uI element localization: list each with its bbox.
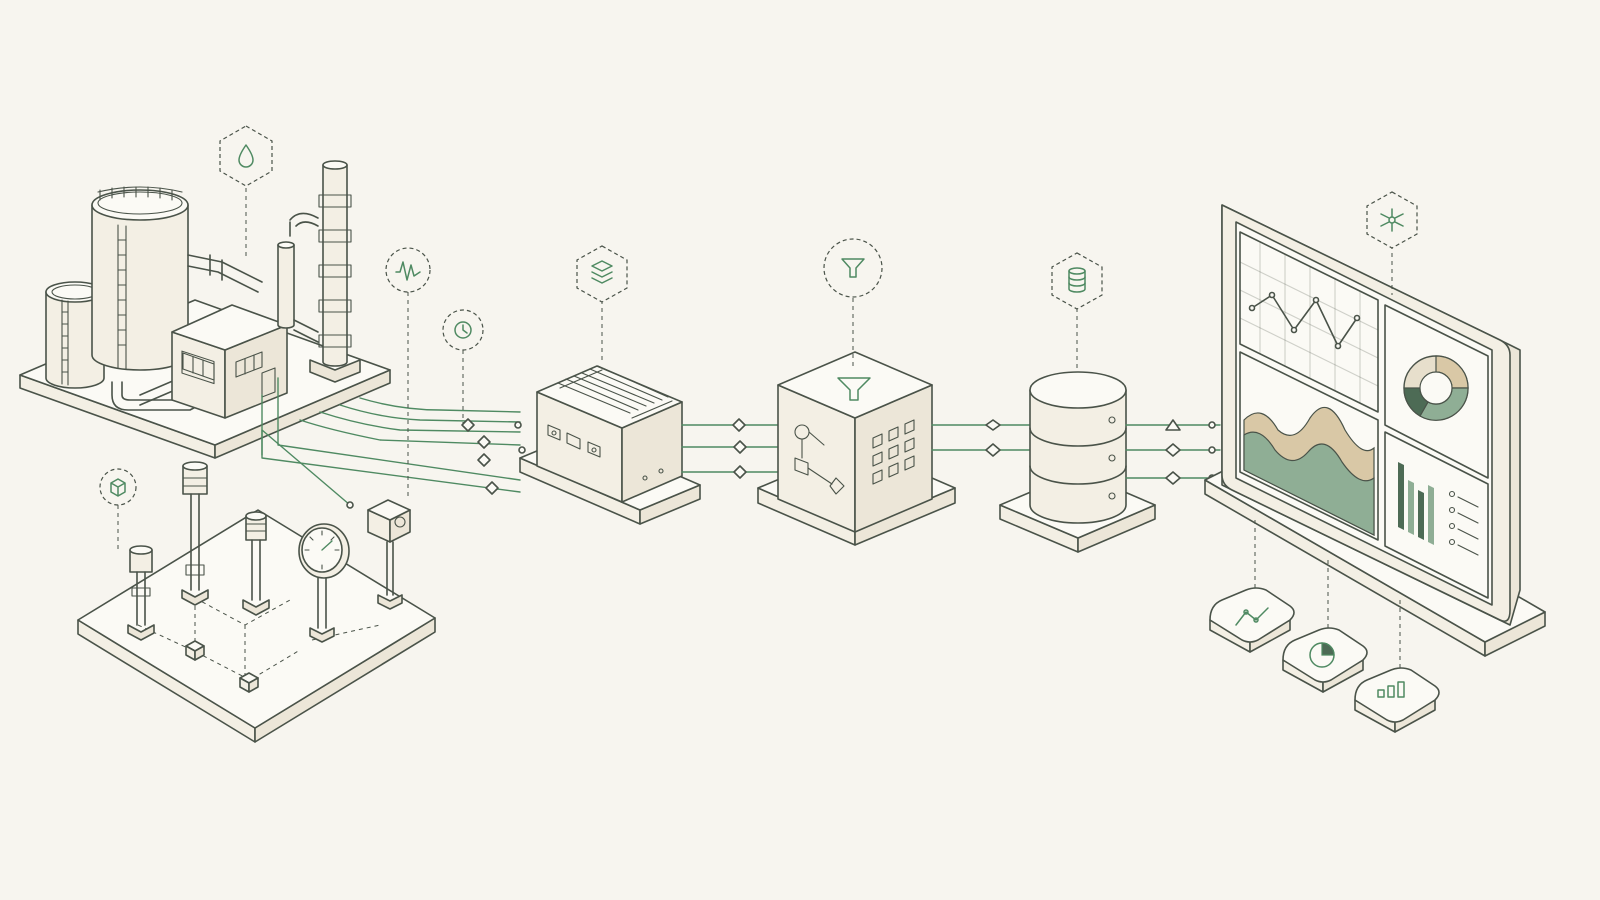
processing-engine	[758, 352, 955, 545]
data-flow-visualize	[1126, 420, 1220, 484]
database	[1000, 372, 1155, 552]
layers-badge	[577, 246, 627, 360]
data-flow-store	[932, 420, 1030, 456]
funnel-badge	[824, 239, 882, 370]
pie-chart-tile	[1283, 628, 1367, 692]
line-chart-tile	[1210, 588, 1294, 652]
edge-gateway	[520, 366, 700, 524]
bar-chart-tile	[1355, 668, 1439, 732]
cube-badge	[100, 469, 136, 550]
industrial-plant	[20, 126, 390, 458]
clock-badge	[443, 310, 483, 425]
database-badge	[1052, 253, 1102, 368]
field-sensors	[78, 462, 435, 742]
data-flow-process	[682, 419, 778, 478]
droplet-badge	[220, 126, 272, 260]
